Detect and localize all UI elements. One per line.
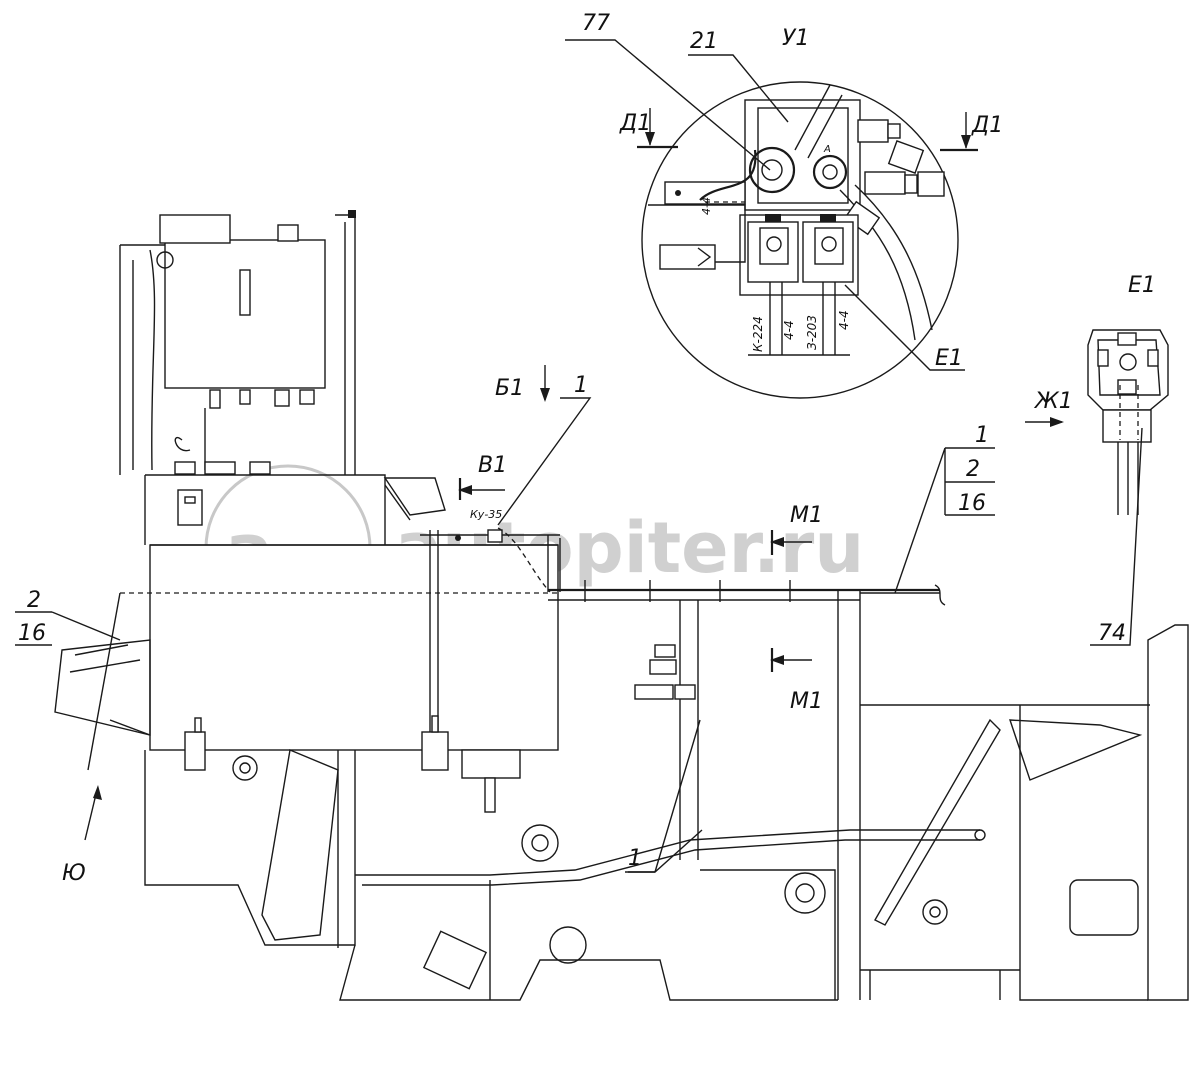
svg-text:В1: В1 <box>478 453 507 478</box>
callout-2-16-left: 2 16 <box>15 588 121 646</box>
detail-u1-label: У1 <box>782 26 809 51</box>
svg-text:77: 77 <box>582 11 610 36</box>
label-ku35: Ку-35 <box>470 508 502 521</box>
view-e1-connector: Е1 <box>1087 273 1169 515</box>
svg-text:2: 2 <box>966 457 980 482</box>
svg-text:1: 1 <box>574 373 588 398</box>
svg-text:2: 2 <box>27 588 41 613</box>
svg-text:Ю: Ю <box>62 861 86 886</box>
callout-e1-leader: Е1 <box>844 284 965 371</box>
callout-77: 77 <box>565 11 771 171</box>
view-yu-arrow: Ю <box>62 785 102 886</box>
svg-text:М1: М1 <box>790 689 823 714</box>
section-m1-top: М1 <box>770 503 823 555</box>
svg-text:16: 16 <box>958 491 986 516</box>
callout-74: 74 <box>1090 427 1143 646</box>
svg-text:Ж1: Ж1 <box>1033 389 1073 414</box>
svg-text:21: 21 <box>690 29 718 54</box>
svg-text:Д1: Д1 <box>619 111 651 136</box>
callout-1-2-16-right: 1 2 16 <box>894 423 995 594</box>
svg-text:1: 1 <box>975 423 989 448</box>
view-e1-label: Е1 <box>1128 273 1156 298</box>
wire-label-4-4-a: 4-4 <box>782 320 796 340</box>
svg-text:Е1: Е1 <box>935 346 963 371</box>
svg-text:16: 16 <box>18 621 46 646</box>
wire-label-4-4-b: 4-4 <box>837 310 851 330</box>
section-d1-right: Д1 <box>940 112 1003 152</box>
callout-1-bottom: 1 <box>625 719 703 873</box>
port-label-a: A <box>823 144 831 155</box>
view-zh1-arrow: Ж1 <box>1025 389 1073 427</box>
svg-text:Д1: Д1 <box>971 113 1003 138</box>
callout-1-top: 1 <box>497 373 592 526</box>
svg-text:74: 74 <box>1098 621 1126 646</box>
svg-text:Б1: Б1 <box>495 376 524 401</box>
view-b1-arrow: Б1 <box>495 365 550 402</box>
section-v1-top: В1 <box>458 453 507 500</box>
svg-text:М1: М1 <box>790 503 823 528</box>
wire-label-4-4-c: 4-4 <box>700 197 713 215</box>
main-assembly: Ку-35 <box>54 210 1189 1001</box>
detail-u1-view <box>641 81 959 399</box>
callout-21: 21 <box>688 29 789 123</box>
wire-label-z203: З-203 <box>805 315 819 350</box>
section-d1-left: Д1 <box>619 108 678 149</box>
wire-label-k224: К-224 <box>751 316 765 352</box>
section-m1-bottom: М1 <box>770 648 823 714</box>
